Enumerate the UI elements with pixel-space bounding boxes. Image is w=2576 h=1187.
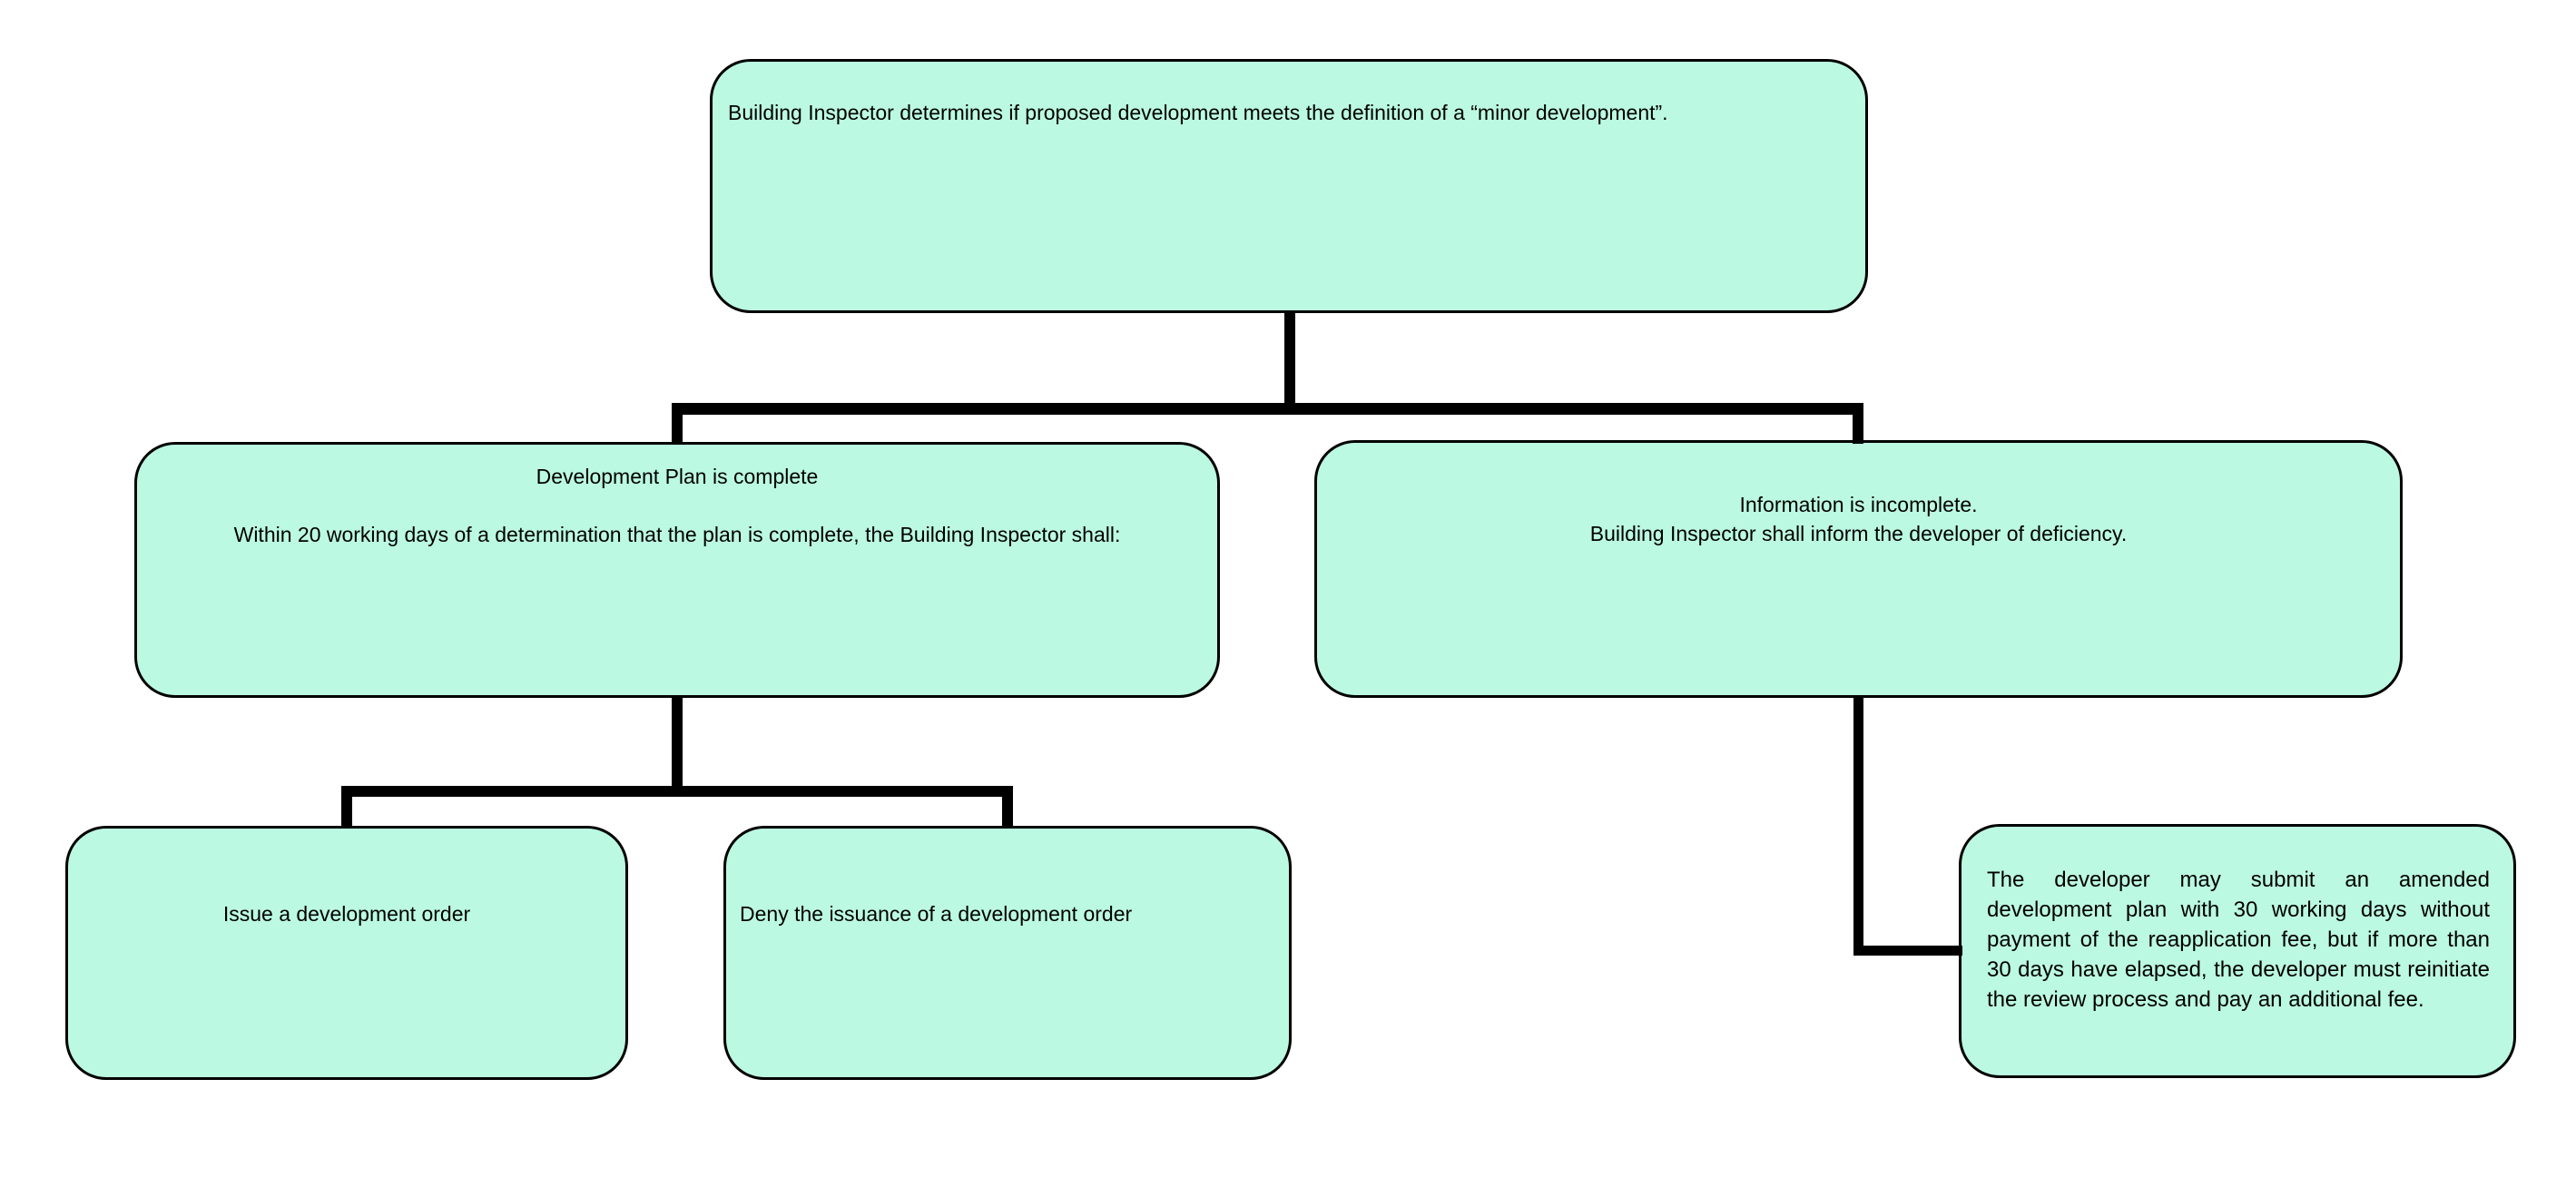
connector-drop-to-info-incomplete <box>1853 403 1863 444</box>
node-root: Building Inspector determines if propose… <box>710 59 1868 313</box>
connector-root-stem <box>1284 313 1295 404</box>
node-plan-complete-title: Development Plan is complete <box>536 465 819 488</box>
node-deny-order: Deny the issuance of a development order <box>723 826 1292 1080</box>
node-root-text: Building Inspector determines if propose… <box>728 101 1668 124</box>
connector-drop-to-plan-complete <box>672 403 683 444</box>
node-issue-order: Issue a development order <box>65 826 628 1080</box>
node-issue-order-text: Issue a development order <box>222 902 471 926</box>
connector-plan-complete-crossbar <box>341 786 1013 797</box>
blank-line <box>137 491 1217 520</box>
node-deny-order-text: Deny the issuance of a development order <box>740 902 1133 926</box>
connector-drop-to-issue-order <box>341 786 352 828</box>
node-info-incomplete-line1: Information is incomplete. <box>1739 493 1978 516</box>
connector-info-incomplete-stem <box>1853 698 1863 954</box>
node-info-incomplete-line2: Building Inspector shall inform the deve… <box>1589 522 2128 545</box>
node-amended-plan: The developer may submit an amended deve… <box>1959 824 2516 1078</box>
connector-drop-to-deny-order <box>1002 786 1013 828</box>
node-info-incomplete: Information is incomplete. Building Insp… <box>1314 440 2403 698</box>
node-amended-plan-text: The developer may submit an amended deve… <box>1987 868 2490 1012</box>
node-plan-complete-body: Within 20 working days of a determinatio… <box>233 523 1121 546</box>
connector-root-crossbar <box>672 403 1863 415</box>
node-plan-complete: Development Plan is complete Within 20 w… <box>134 442 1220 698</box>
connector-plan-complete-stem <box>672 698 683 789</box>
connector-elbow-to-amended-plan <box>1853 946 1962 956</box>
